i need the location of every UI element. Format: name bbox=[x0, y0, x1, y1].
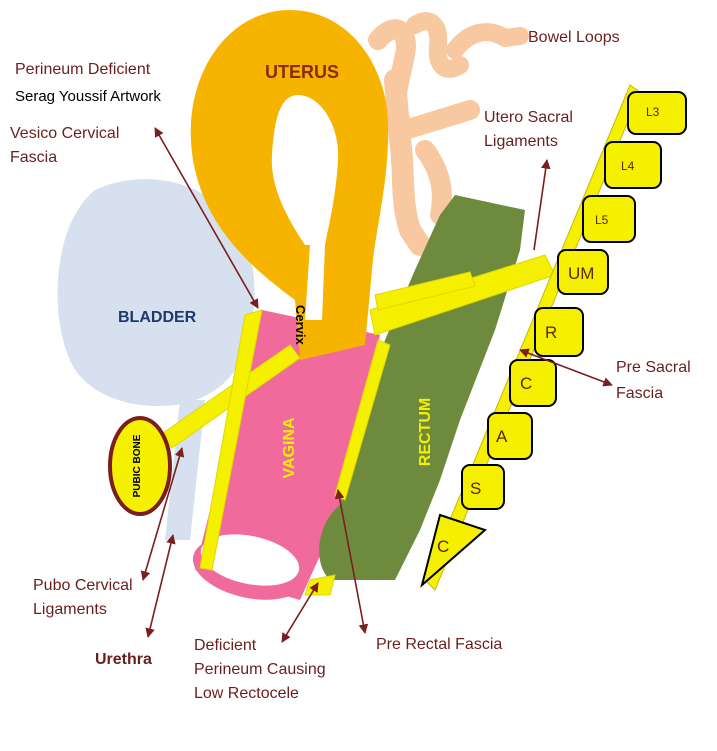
deficient-perineum-label-2: Perineum Causing bbox=[194, 661, 326, 678]
utero-sacral-label-2: Ligaments bbox=[484, 133, 558, 150]
pre-rectal-fascia-label: Pre Rectal Fascia bbox=[376, 636, 502, 653]
arrow-pre-sacral bbox=[519, 348, 613, 387]
vertebra-um: UM bbox=[557, 249, 609, 295]
cervix-label: Cervix bbox=[293, 305, 308, 346]
arrow-pre-rectal bbox=[334, 489, 369, 634]
svg-text:L4: L4 bbox=[621, 159, 635, 173]
rectum-label: RECTUM bbox=[417, 398, 434, 466]
vertebra-c: C bbox=[509, 359, 557, 407]
bladder-label: BLADDER bbox=[118, 309, 197, 326]
vagina bbox=[192, 310, 380, 600]
deficient-perineum-label-1: Deficient bbox=[194, 637, 257, 654]
vagina-label: VAGINA bbox=[281, 417, 298, 478]
svg-text:C: C bbox=[437, 537, 449, 556]
pubo-cervical-label-2: Ligaments bbox=[33, 601, 107, 618]
svg-text:S: S bbox=[470, 479, 481, 498]
vertebra-l4: L4 bbox=[604, 141, 662, 189]
diagram-credit: Serag Youssif Artwork bbox=[15, 88, 161, 105]
pre-sacral-label-2: Fascia bbox=[616, 385, 663, 402]
arrow-utero-sacral bbox=[533, 159, 551, 251]
arrow-deficient-perineum bbox=[281, 582, 319, 643]
arrow-vesico-cervical bbox=[154, 127, 259, 309]
vertebra-coccyx: C bbox=[420, 513, 487, 588]
uterus-label: UTERUS bbox=[265, 62, 339, 82]
diagram-title: Perineum Deficient bbox=[15, 61, 151, 78]
pubo-cervical-label-1: Pubo Cervical bbox=[33, 577, 133, 594]
bowel-loops-label: Bowel Loops bbox=[528, 29, 620, 46]
svg-text:UM: UM bbox=[568, 264, 594, 283]
svg-text:C: C bbox=[520, 374, 532, 393]
vertebra-l3: L3 bbox=[627, 91, 687, 135]
vertebra-r: R bbox=[534, 307, 584, 357]
ligaments bbox=[159, 254, 556, 596]
bowel-loops bbox=[368, 12, 529, 256]
svg-text:PUBIC BONE: PUBIC BONE bbox=[132, 434, 143, 497]
pubic-bone: PUBIC BONE bbox=[108, 416, 172, 516]
utero-sacral-label-1: Utero Sacral bbox=[484, 109, 573, 126]
leader-arrows bbox=[140, 127, 613, 643]
vertebra-s: S bbox=[461, 464, 505, 510]
svg-text:A: A bbox=[496, 427, 508, 446]
pre-sacral-label-1: Pre Sacral bbox=[616, 359, 691, 376]
vertebra-a: A bbox=[487, 412, 533, 460]
vesico-cervical-label-1: Vesico Cervical bbox=[10, 125, 119, 142]
arrow-urethra bbox=[145, 534, 176, 638]
svg-text:R: R bbox=[545, 323, 557, 342]
svg-text:L5: L5 bbox=[595, 213, 609, 227]
deficient-perineum-label-3: Low Rectocele bbox=[194, 685, 299, 702]
vertebra-l5: L5 bbox=[582, 195, 636, 243]
uterus bbox=[190, 10, 389, 360]
urethra-label: Urethra bbox=[95, 651, 152, 668]
svg-text:L3: L3 bbox=[646, 105, 660, 119]
vesico-cervical-label-2: Fascia bbox=[10, 149, 57, 166]
